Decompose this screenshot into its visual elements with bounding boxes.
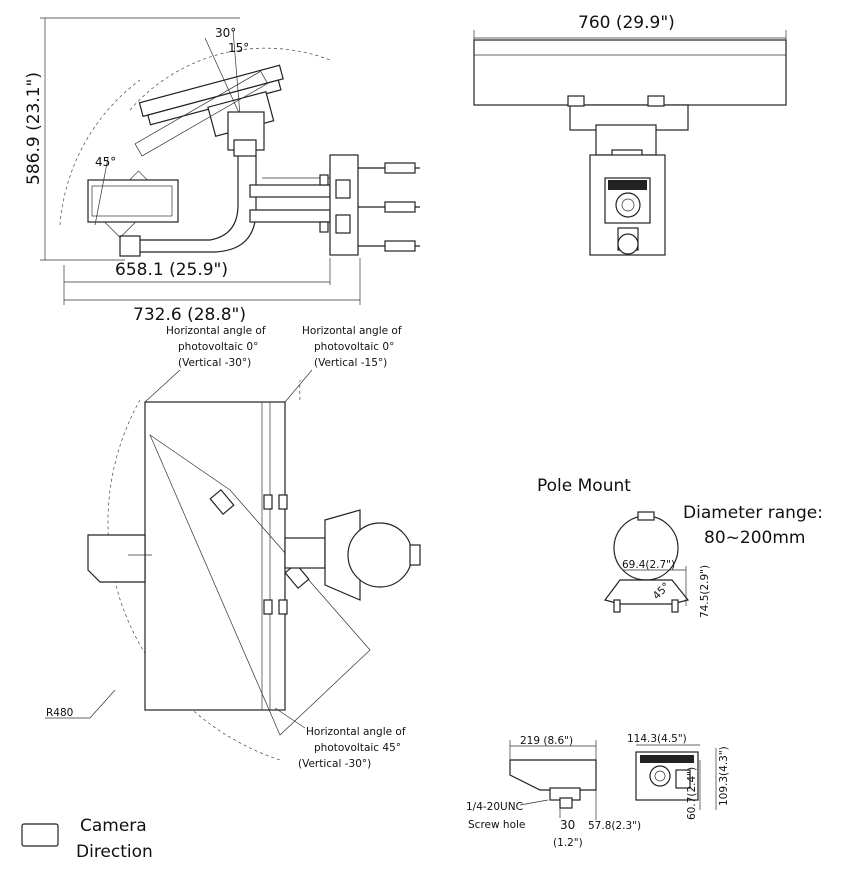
side-width-inner-label: 658.1 (25.9") [115, 260, 228, 280]
diameter-line2: 80~200mm [704, 528, 805, 548]
threaded-rods [358, 162, 420, 252]
angle-15-label: 15° [228, 41, 249, 55]
angle-45-label: 45° [95, 155, 116, 169]
label-a-line3: (Vertical -30°) [178, 357, 251, 369]
legend: Camera Direction [21, 816, 153, 862]
angle-30-label: 30° [215, 26, 236, 40]
legend-line2: Direction [76, 842, 153, 862]
side-height-label: 586.9 (23.1") [24, 72, 44, 185]
camera-dim-57: 57.8(2.3") [588, 820, 641, 832]
camera-dim-30-in: (1.2") [553, 837, 583, 849]
pole-dim-width: 69.4(2.7") [622, 559, 675, 571]
camera-dim-60: 60.7(2.4") [686, 767, 698, 820]
pole-dim-height: 74.5(2.9") [699, 565, 711, 618]
label-b-line1: Horizontal angle of [302, 325, 402, 337]
pole-mount: Pole Mount Diameter range: 80~200mm 69.4… [537, 476, 823, 618]
camera-dim-30: 30 [560, 818, 575, 832]
front-width-label: 760 (29.9") [578, 13, 675, 33]
side-view: 586.9 (23.1") 30° 15° [24, 17, 420, 325]
radius-label: R480 [46, 707, 73, 719]
legend-line1: Camera [80, 816, 147, 836]
camera-detail: 219 (8.6") 1/4-20UNC Screw hole 30 (1.2"… [466, 733, 730, 849]
label-a-line2: photovoltaic 0° [178, 341, 258, 353]
camera-dim-length: 219 (8.6") [520, 735, 573, 747]
label-b-line3: (Vertical -15°) [314, 357, 387, 369]
pole-mount-title: Pole Mount [537, 476, 631, 496]
label-b-line2: photovoltaic 0° [314, 341, 394, 353]
side-width-outer-label: 732.6 (28.8") [133, 305, 246, 325]
top-view: Horizontal angle of photovoltaic 0° (Ver… [45, 325, 421, 770]
label-c-line1: Horizontal angle of [306, 726, 406, 738]
camera-dim-height: 109.3(4.3") [718, 746, 730, 806]
camera-dim-width: 114.3(4.5") [627, 733, 687, 745]
label-c-line2: photovoltaic 45° [314, 742, 401, 754]
label-c-line3: (Vertical -30°) [298, 758, 371, 770]
diameter-line1: Diameter range: [683, 503, 823, 523]
screw-line1: 1/4-20UNC [466, 801, 523, 813]
screw-line2: Screw hole [468, 819, 525, 831]
label-a-line1: Horizontal angle of [166, 325, 266, 337]
front-view: 760 (29.9") [473, 13, 787, 256]
